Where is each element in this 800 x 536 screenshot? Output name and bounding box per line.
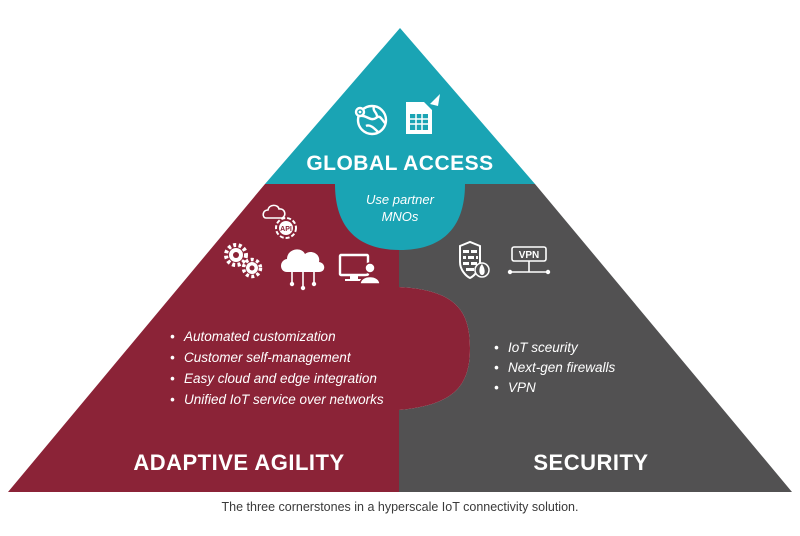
gears-icon — [224, 243, 263, 279]
global-access-segment — [265, 28, 535, 250]
adaptive-agility-title: ADAPTIVE AGILITY — [133, 450, 344, 475]
adaptive-agility-segment — [8, 184, 470, 492]
bullet-marker: • — [494, 360, 499, 375]
svg-text:API: API — [280, 226, 292, 233]
bullet-marker: • — [494, 340, 499, 355]
cloud-network-icon — [281, 249, 325, 291]
bullet-marker: • — [494, 380, 499, 395]
sim-card-icon — [406, 94, 440, 134]
bullet-marker: • — [170, 329, 175, 344]
api-gear-cloud-icon: API — [262, 204, 297, 239]
bullet-marker: • — [170, 350, 175, 365]
svg-text:VPN: VPN — [519, 250, 540, 261]
firewall-shield-icon — [459, 240, 490, 280]
adaptive-agility-bullets: • Automated customization • Customer sel… — [170, 329, 384, 407]
globe-map-icon — [354, 104, 388, 136]
bullet-unified-iot-service: Unified IoT service over networks — [184, 392, 384, 407]
global-access-title: GLOBAL ACCESS — [306, 152, 493, 175]
bullet-next-gen-firewalls: Next-gen firewalls — [508, 360, 616, 375]
bullet-cloud-edge-integration: Easy cloud and edge integration — [184, 371, 377, 386]
security-bullets: • IoT sceurity • Next-gen firewalls • VP… — [494, 340, 616, 395]
pyramid-svg: GLOBAL ACCESS Use partner MNOs API — [8, 28, 792, 492]
global-access-subtitle-line1: Use partner — [366, 192, 435, 207]
global-access-subtitle-line2: MNOs — [382, 209, 419, 224]
vpn-icon: VPN — [507, 246, 551, 275]
bullet-automated-customization: Automated customization — [183, 329, 336, 344]
bullet-customer-self-management: Customer self-management — [184, 350, 352, 365]
security-segment — [399, 184, 792, 492]
monitor-user-icon — [338, 253, 381, 285]
bullet-marker: • — [170, 371, 175, 386]
bullet-iot-security: IoT sceurity — [508, 340, 579, 355]
security-title: SECURITY — [533, 450, 648, 475]
bullet-marker: • — [170, 392, 175, 407]
figure-caption: The three cornerstones in a hyperscale I… — [221, 500, 579, 514]
bullet-vpn: VPN — [508, 380, 536, 395]
